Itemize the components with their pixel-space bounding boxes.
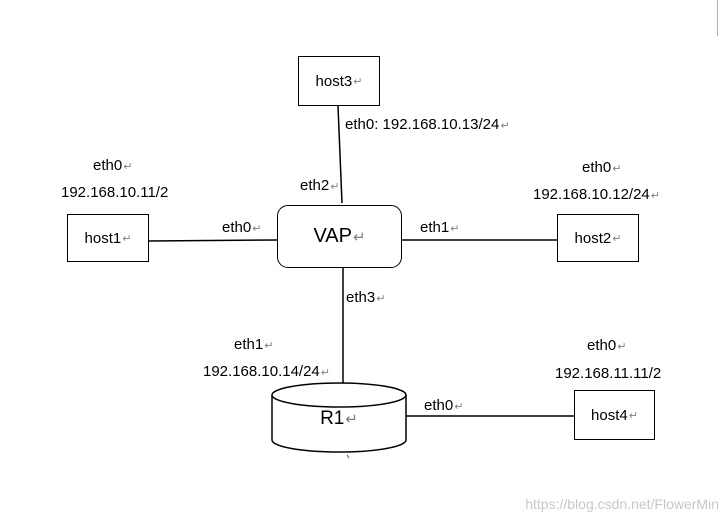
r1-cylinder-shape	[271, 382, 407, 453]
host2-ip-label: 192.168.10.12/24↵	[533, 186, 660, 203]
r1-label: R1	[320, 408, 345, 429]
r1-ip-label: 192.168.10.14/24↵	[203, 363, 330, 380]
host4-label: host4	[591, 406, 628, 424]
host1-label: host1	[84, 229, 122, 247]
host3-node: host3↵	[298, 56, 380, 106]
host1-node: host1↵	[67, 214, 149, 262]
host4-ip-label: 192.168.11.11/2	[555, 365, 662, 382]
host4-eth0-label: eth0↵	[587, 337, 627, 354]
link-host3-vap	[337, 105, 343, 204]
host2-eth0-label: eth0↵	[582, 159, 622, 176]
host2-node: host2↵	[557, 214, 639, 262]
r1-eth0-label: eth0↵	[424, 397, 464, 414]
r1-node: R1↵	[320, 408, 358, 429]
page-edge-rule	[717, 0, 718, 36]
host1-eth0-label: eth0↵	[93, 157, 133, 174]
vap-eth0-label: eth0↵	[222, 219, 262, 236]
vap-node: VAP↵	[277, 205, 402, 268]
watermark: https://blog.csdn.net/FlowerMin	[525, 496, 719, 512]
vap-eth2-label: eth2↵	[300, 177, 340, 194]
vap-eth3-label: eth3↵	[346, 289, 386, 306]
stray-mark	[346, 454, 350, 459]
host3-eth0-label: eth0: 192.168.10.13/24↵	[345, 116, 510, 133]
vap-label: VAP	[313, 225, 352, 247]
host2-label: host2	[574, 229, 612, 247]
link-host1-vap	[148, 239, 278, 242]
host1-ip-label: 192.168.10.11/2	[61, 184, 169, 201]
vap-eth1-label: eth1↵	[420, 219, 460, 236]
host4-node: host4↵	[574, 390, 655, 440]
r1-eth1-label: eth1↵	[234, 336, 274, 353]
host3-label: host3	[315, 72, 353, 90]
